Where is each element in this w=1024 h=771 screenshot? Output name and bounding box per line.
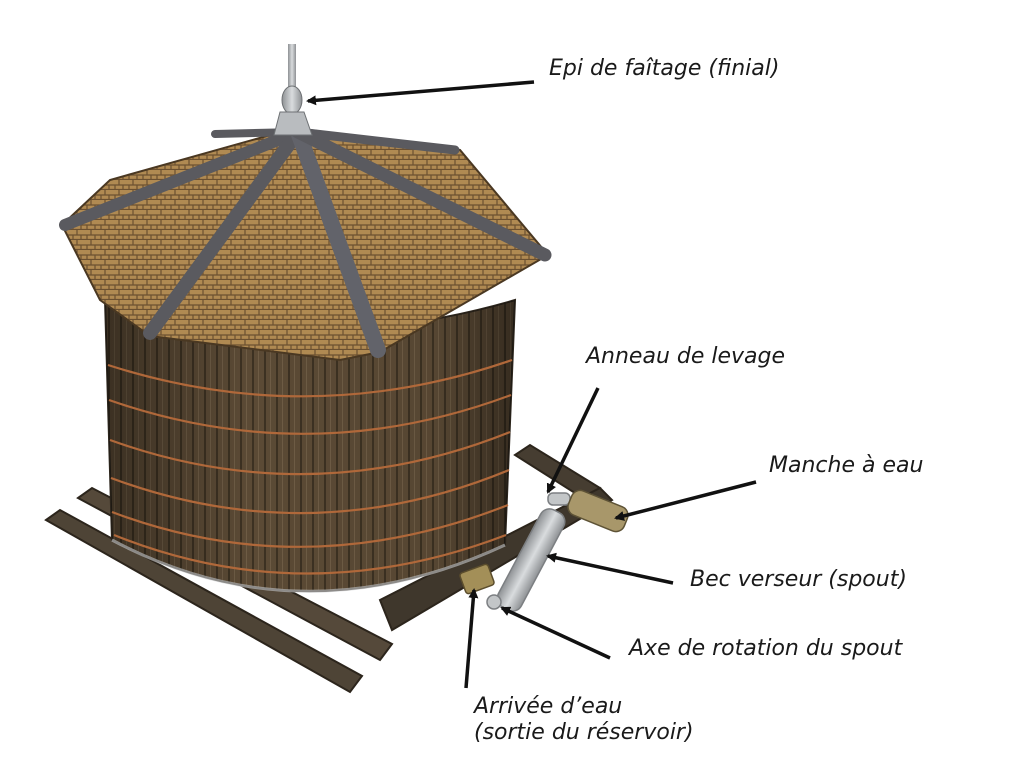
roof-rib bbox=[293, 127, 460, 155]
finial-base bbox=[273, 111, 313, 136]
roof-rib bbox=[290, 124, 386, 358]
copper-bands bbox=[107, 358, 513, 575]
callout-arrows bbox=[306, 80, 757, 689]
tank-body bbox=[103, 298, 517, 593]
arrow-finial bbox=[306, 80, 535, 106]
inlet-pipe bbox=[459, 563, 495, 595]
copper-band bbox=[110, 468, 510, 515]
arrow-axe bbox=[500, 606, 611, 660]
arrow-anneau bbox=[546, 387, 600, 494]
beam-front bbox=[44, 508, 364, 694]
label-finial: Epi de faîtage (finial) bbox=[549, 56, 780, 81]
arrow-manche bbox=[614, 480, 757, 521]
roof-ribs bbox=[59, 124, 552, 358]
tank-base-seal bbox=[111, 538, 506, 593]
arrow-arrivee bbox=[464, 588, 479, 689]
label-spout: Bec verseur (spout) bbox=[690, 567, 907, 592]
label-lifting-ring: Anneau de levage bbox=[586, 344, 786, 369]
copper-band bbox=[111, 503, 509, 548]
finial-rod bbox=[288, 44, 296, 90]
copper-band bbox=[109, 430, 511, 476]
label-water-hose: Manche à eau bbox=[769, 453, 924, 478]
roof-rib bbox=[291, 125, 552, 262]
arrow-bec bbox=[546, 552, 674, 585]
label-water-inlet-line1: Arrivée d’eau bbox=[474, 694, 623, 719]
pivot-axis bbox=[486, 594, 502, 610]
lifting-ring bbox=[547, 492, 571, 506]
label-spout-axis: Axe de rotation du spout bbox=[629, 636, 903, 661]
copper-band bbox=[108, 393, 512, 435]
finial-knob bbox=[281, 85, 303, 115]
roof-rib bbox=[143, 125, 305, 340]
roof-rib bbox=[59, 126, 304, 231]
copper-band bbox=[113, 533, 507, 575]
copper-band bbox=[107, 358, 513, 398]
label-water-inlet-line2: (sortie du réservoir) bbox=[474, 720, 694, 746]
water-fittings bbox=[459, 489, 629, 612]
finial bbox=[273, 44, 313, 136]
roof bbox=[59, 124, 552, 362]
roof-shingles bbox=[60, 126, 550, 362]
water-hose bbox=[567, 489, 629, 533]
label-water-inlet: Arrivée d’eau (sortie du réservoir) bbox=[474, 694, 694, 747]
